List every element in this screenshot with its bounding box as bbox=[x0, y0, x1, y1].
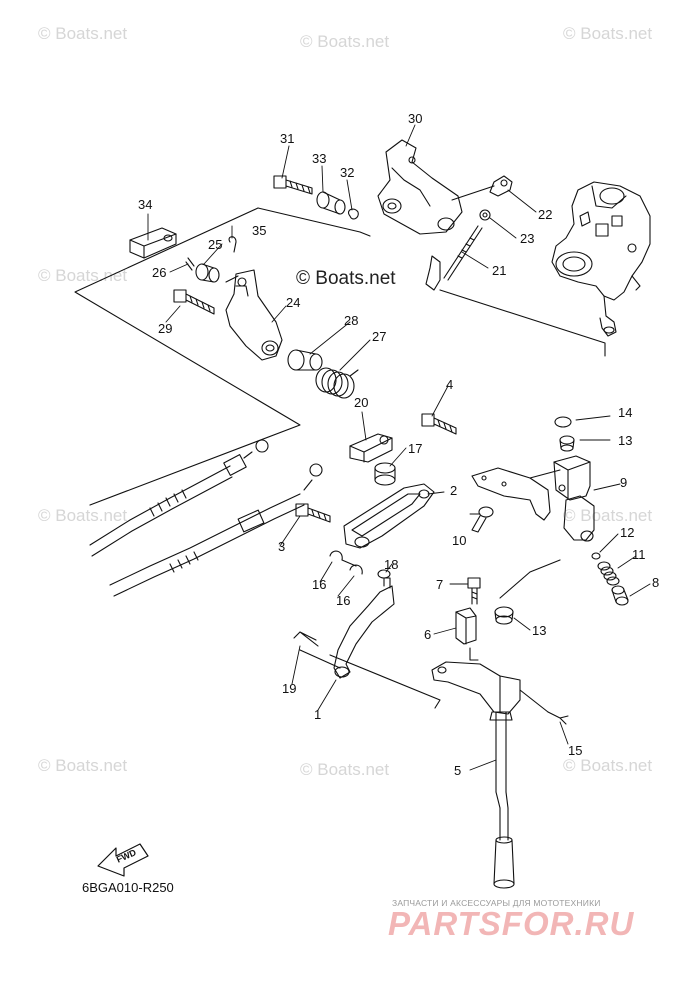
callout-22: 22 bbox=[538, 207, 553, 222]
shop-subtitle: ЗАПЧАСТИ И АКСЕССУАРЫ ДЛЯ МОТОТЕХНИКИ bbox=[392, 898, 601, 908]
part-9-bracket bbox=[553, 455, 595, 542]
link-line bbox=[329, 654, 441, 709]
callout-2: 2 bbox=[450, 483, 458, 498]
shift-cable-upper bbox=[89, 439, 269, 557]
callout-4: 4 bbox=[446, 377, 454, 392]
part-7-bolt bbox=[467, 577, 481, 605]
callout-12: 12 bbox=[620, 525, 635, 540]
callout-13: 13 bbox=[618, 433, 633, 448]
callout-1: 1 bbox=[314, 707, 322, 722]
part-21-link-rod bbox=[425, 225, 483, 291]
callout-7: 7 bbox=[436, 577, 444, 592]
part-15-pin bbox=[547, 711, 569, 725]
watermark: © Boats.net bbox=[300, 32, 390, 51]
callout-3: 3 bbox=[278, 539, 286, 554]
part-17-collar bbox=[374, 462, 396, 486]
callout-34: 34 bbox=[138, 197, 153, 212]
watermark: © Boats.net bbox=[300, 760, 390, 779]
part-19-pin bbox=[293, 631, 319, 647]
part-34-connector bbox=[129, 227, 177, 259]
part-22-rod-end bbox=[451, 175, 513, 201]
callout-18: 18 bbox=[384, 557, 399, 572]
part-5-shift-rod bbox=[431, 661, 521, 889]
callout-14: 14 bbox=[618, 405, 633, 420]
callout-25: 25 bbox=[208, 237, 223, 252]
callout-9: 9 bbox=[620, 475, 628, 490]
callout-31: 31 bbox=[280, 131, 295, 146]
part-33-collar bbox=[316, 191, 346, 215]
assembly-bracket-line bbox=[439, 289, 606, 357]
drawing-code: 6BGA010-R250 bbox=[82, 880, 174, 895]
callout-27: 27 bbox=[372, 329, 387, 344]
callout-16: 16 bbox=[312, 577, 327, 592]
part-29-bolt bbox=[173, 289, 215, 315]
watermark: © Boats.net bbox=[38, 756, 128, 775]
link-line bbox=[299, 649, 341, 669]
callout-29: 29 bbox=[158, 321, 173, 336]
callout-32: 32 bbox=[340, 165, 355, 180]
watermark: © Boats.net bbox=[563, 506, 653, 525]
assembly-bracket-line bbox=[74, 207, 301, 506]
callout-8: 8 bbox=[652, 575, 660, 590]
callout-17: 17 bbox=[408, 441, 423, 456]
callout-19: 19 bbox=[282, 681, 297, 696]
watermark: © Boats.net bbox=[38, 506, 128, 525]
shift-cable-lower bbox=[109, 463, 323, 597]
part-10-screw bbox=[471, 506, 494, 533]
part-1-shift-lever-arm bbox=[333, 577, 395, 679]
part-32-clip bbox=[348, 208, 359, 220]
part-23-nut bbox=[479, 209, 491, 221]
watermark-center: © Boats.net bbox=[296, 268, 396, 289]
callout-24: 24 bbox=[286, 295, 301, 310]
shop-logo: PARTSFOR.RU bbox=[388, 905, 635, 942]
watermark: © Boats.net bbox=[38, 24, 128, 43]
callout-15: 15 bbox=[568, 743, 583, 758]
part-20-cable-joint bbox=[349, 433, 393, 463]
callout-16: 16 bbox=[336, 593, 351, 608]
part-24-shift-lever bbox=[225, 269, 283, 361]
watermark: © Boats.net bbox=[38, 266, 128, 285]
part-13-bushing-upper bbox=[559, 435, 575, 452]
part-6-cam-block bbox=[455, 607, 479, 661]
part-16-clip bbox=[329, 550, 343, 561]
part-35-clip bbox=[228, 236, 237, 253]
callout-13: 13 bbox=[532, 623, 547, 638]
part-26-pin bbox=[185, 257, 195, 271]
callout-21: 21 bbox=[492, 263, 507, 278]
part-4-bolt bbox=[421, 413, 457, 435]
part-25-collar bbox=[195, 263, 220, 283]
part-14-washer bbox=[554, 416, 572, 428]
bracket-plate bbox=[471, 467, 561, 521]
callout-20: 20 bbox=[354, 395, 369, 410]
callout-11: 11 bbox=[632, 547, 646, 562]
assembly-bracket-line bbox=[257, 207, 371, 237]
part-2-shift-arm bbox=[343, 483, 435, 549]
callout-35: 35 bbox=[252, 223, 267, 238]
part-11-spring bbox=[597, 561, 620, 586]
callout-5: 5 bbox=[454, 763, 462, 778]
part-31-bolt bbox=[273, 175, 313, 195]
watermark: © Boats.net bbox=[563, 24, 653, 43]
watermark: © Boats.net bbox=[563, 756, 653, 775]
callout-10: 10 bbox=[452, 533, 467, 548]
callout-28: 28 bbox=[344, 313, 359, 328]
part-13-bushing-lower bbox=[494, 606, 514, 625]
part-28-collar bbox=[287, 349, 323, 371]
callout-23: 23 bbox=[520, 231, 535, 246]
part-16-clip bbox=[349, 564, 363, 575]
link-line bbox=[499, 559, 561, 599]
callout-6: 6 bbox=[424, 627, 432, 642]
part-8-plunger bbox=[611, 585, 629, 606]
callout-leaders bbox=[147, 124, 651, 771]
fwd-arrow-icon bbox=[97, 843, 149, 877]
callout-30: 30 bbox=[408, 111, 423, 126]
callout-26: 26 bbox=[152, 265, 167, 280]
part-12-o-ring bbox=[591, 552, 601, 560]
part-27-spring bbox=[315, 367, 359, 399]
callout-33: 33 bbox=[312, 151, 327, 166]
part-30-shift-bracket bbox=[377, 139, 463, 235]
part-3-bolt bbox=[295, 503, 331, 523]
carburetor-body bbox=[551, 181, 651, 337]
